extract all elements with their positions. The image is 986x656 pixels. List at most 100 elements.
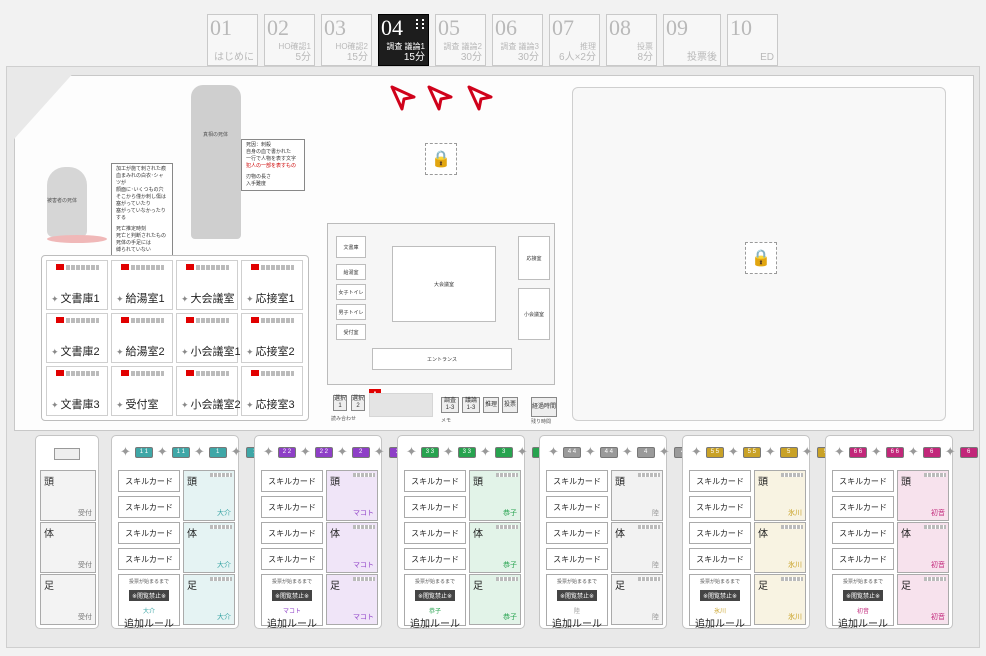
leg-slot[interactable]: 足初音 bbox=[897, 574, 949, 625]
room-kyuto[interactable]: 給湯室 bbox=[336, 264, 366, 280]
player-chip[interactable]: 6 6 bbox=[885, 446, 904, 458]
player-chip[interactable]: 6 bbox=[922, 446, 941, 458]
time-dial[interactable]: 経過時間 bbox=[531, 397, 557, 417]
player-chip[interactable]: 5 5 bbox=[705, 446, 724, 458]
unassigned-leg-slot[interactable]: 足受付 bbox=[40, 574, 96, 625]
skill-card[interactable]: スキルカード bbox=[689, 522, 751, 544]
skill-card[interactable]: スキルカード bbox=[261, 496, 323, 518]
additional-rule-card[interactable]: 投票が始まるまで※閲覧禁止※氷川追加ルール bbox=[689, 574, 751, 630]
player-chip[interactable]: 4 4 bbox=[562, 446, 581, 458]
skill-card[interactable]: スキルカード bbox=[404, 496, 466, 518]
player-chip[interactable]: 2 bbox=[351, 446, 370, 458]
cursor-arrow-icon[interactable] bbox=[467, 85, 493, 111]
player-chip[interactable]: 3 3 bbox=[420, 446, 439, 458]
leg-slot[interactable]: 足恭子 bbox=[469, 574, 521, 625]
skill-card[interactable]: スキルカード bbox=[689, 548, 751, 570]
room-bunshoko[interactable]: 文書庫 bbox=[336, 236, 366, 258]
skill-card[interactable]: スキルカード bbox=[832, 522, 894, 544]
room-shokaigi[interactable]: 小会議室 bbox=[518, 288, 550, 340]
location-card[interactable]: 応接室1 bbox=[241, 260, 303, 310]
location-card[interactable]: 小会議室1 bbox=[176, 313, 241, 363]
additional-rule-card[interactable]: 投票が始まるまで※閲覧禁止※初音追加ルール bbox=[832, 574, 894, 630]
leg-slot[interactable]: 足陸 bbox=[611, 574, 663, 625]
additional-rule-card[interactable]: 投票が始まるまで※閲覧禁止※恭子追加ルール bbox=[404, 574, 466, 630]
unassigned-head-slot[interactable]: 頭受付 bbox=[40, 470, 96, 521]
player-chip[interactable]: 1 1 bbox=[134, 446, 153, 458]
player-chip[interactable]: 5 5 bbox=[742, 446, 761, 458]
hint-button-1[interactable]: 選択1 bbox=[333, 395, 347, 411]
player-chip[interactable]: 1 1 bbox=[171, 446, 190, 458]
skill-card[interactable]: スキルカード bbox=[261, 470, 323, 492]
skill-card[interactable]: スキルカード bbox=[118, 470, 180, 492]
skill-card[interactable]: スキルカード bbox=[404, 470, 466, 492]
room-joshi[interactable]: 女子トイレ bbox=[336, 284, 366, 300]
skill-card[interactable]: スキルカード bbox=[832, 548, 894, 570]
skill-card[interactable]: スキルカード bbox=[832, 470, 894, 492]
chosa-button[interactable]: 調査1-3 bbox=[441, 397, 459, 413]
location-card[interactable]: 応接室3 bbox=[241, 366, 303, 416]
room-entrance[interactable]: エントランス bbox=[372, 348, 512, 370]
location-card[interactable]: 文書庫2 bbox=[46, 313, 108, 363]
player-chip[interactable]: 6 bbox=[959, 446, 978, 458]
additional-rule-card[interactable]: 投票が始まるまで※閲覧禁止※マコト追加ルール bbox=[261, 574, 323, 630]
body-slot[interactable]: 体陸 bbox=[611, 522, 663, 573]
skill-card[interactable]: スキルカード bbox=[118, 548, 180, 570]
head-slot[interactable]: 頭恭子 bbox=[469, 470, 521, 521]
room-uketsuke[interactable]: 受付室 bbox=[336, 324, 366, 340]
player-chip[interactable]: 2 2 bbox=[277, 446, 296, 458]
player-chip[interactable]: 2 2 bbox=[314, 446, 333, 458]
player-chip[interactable]: 5 bbox=[779, 446, 798, 458]
skill-card[interactable]: スキルカード bbox=[546, 548, 608, 570]
skill-card[interactable]: スキルカード bbox=[261, 548, 323, 570]
location-card[interactable]: 受付室 bbox=[111, 366, 173, 416]
cursor-arrow-icon[interactable] bbox=[427, 85, 453, 111]
skill-card[interactable]: スキルカード bbox=[546, 496, 608, 518]
hint-button-2[interactable]: 選択2 bbox=[351, 395, 365, 411]
leg-slot[interactable]: 足マコト bbox=[326, 574, 378, 625]
head-slot[interactable]: 頭氷川 bbox=[754, 470, 806, 521]
player-chip[interactable]: 3 3 bbox=[457, 446, 476, 458]
cursor-arrow-icon[interactable] bbox=[390, 85, 416, 111]
body-slot[interactable]: 体初音 bbox=[897, 522, 949, 573]
location-card[interactable]: 文書庫3 bbox=[46, 366, 108, 416]
body-slot[interactable]: 体大介 bbox=[183, 522, 235, 573]
skill-card[interactable]: スキルカード bbox=[404, 548, 466, 570]
skill-card[interactable]: スキルカード bbox=[118, 496, 180, 518]
leg-slot[interactable]: 足氷川 bbox=[754, 574, 806, 625]
location-card[interactable]: 文書庫1 bbox=[46, 260, 108, 310]
location-card[interactable]: 応接室2 bbox=[241, 313, 303, 363]
location-card[interactable]: 給湯室2 bbox=[111, 313, 173, 363]
location-card[interactable]: 給湯室1 bbox=[111, 260, 173, 310]
skill-card[interactable]: スキルカード bbox=[546, 470, 608, 492]
location-card[interactable]: 大会議室 bbox=[176, 260, 238, 310]
body-slot[interactable]: 体マコト bbox=[326, 522, 378, 573]
body-slot[interactable]: 体恭子 bbox=[469, 522, 521, 573]
player-chip[interactable]: 4 bbox=[636, 446, 655, 458]
player-chip[interactable]: 3 bbox=[494, 446, 513, 458]
skill-card[interactable]: スキルカード bbox=[546, 522, 608, 544]
additional-rule-card[interactable]: 投票が始まるまで※閲覧禁止※大介追加ルール bbox=[118, 574, 180, 630]
skill-card[interactable]: スキルカード bbox=[689, 496, 751, 518]
room-osetsu[interactable]: 応接室 bbox=[518, 236, 550, 280]
player-chip[interactable]: 4 4 bbox=[599, 446, 618, 458]
skill-card[interactable]: スキルカード bbox=[689, 470, 751, 492]
player-chip[interactable]: 6 6 bbox=[848, 446, 867, 458]
room-danshi[interactable]: 男子トイレ bbox=[336, 304, 366, 320]
lock-icon[interactable]: 🔒 bbox=[745, 242, 777, 274]
lock-icon[interactable]: 🔒 bbox=[425, 143, 457, 175]
leg-slot[interactable]: 足大介 bbox=[183, 574, 235, 625]
skill-card[interactable]: スキルカード bbox=[261, 522, 323, 544]
suiri-button[interactable]: 推理 bbox=[483, 397, 499, 413]
skill-card[interactable]: スキルカード bbox=[118, 522, 180, 544]
location-card[interactable]: 小会議室2 bbox=[176, 366, 241, 416]
player-chip[interactable]: 1 bbox=[208, 446, 227, 458]
room-daikaigi[interactable]: 大会議室 bbox=[392, 246, 496, 322]
tohyo-button[interactable]: 投票 bbox=[502, 397, 518, 413]
